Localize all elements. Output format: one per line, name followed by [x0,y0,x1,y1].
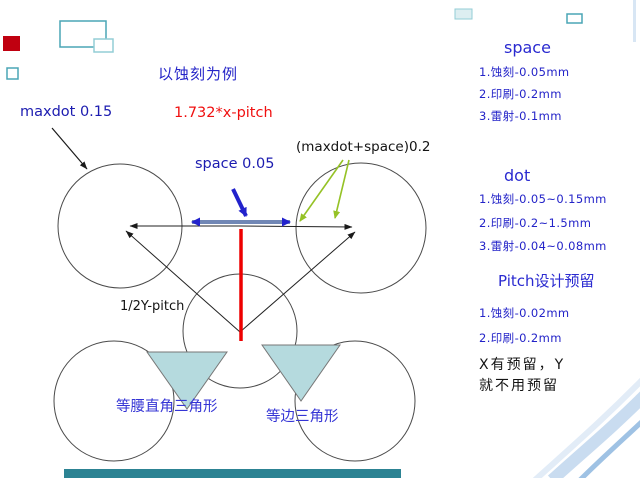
sidebar-heading-space: space [504,38,551,57]
label-maxdot: maxdot 0.15 [20,104,113,120]
label-space: space 0.05 [195,156,275,172]
sidebar-item: 3.雷射-0.1mm [479,109,562,123]
decor-rect-topright-1 [454,8,473,20]
sidebar-note-line2: 就不用预留 [479,378,559,394]
sidebar-heading-pitch: Pitch设计预留 [498,272,595,290]
label-isosceles-triangle: 等腰直角三角形 [116,399,218,415]
footer-teal-bar [64,469,401,478]
diagonal-arrow-right [239,231,356,333]
sidebar-item: 1.蚀刻-0.05mm [479,65,570,79]
space-pointer-arrow [231,188,248,217]
label-half-y-pitch: 1/2Y-pitch [120,299,185,314]
sidebar-item: 2.印刷-0.2mm [479,331,562,345]
diagonal-arrow-left [125,230,241,333]
sidebar-item: 1.蚀刻-0.02mm [479,306,570,320]
dot-circle-top-right [295,162,427,294]
label-maxdot-plus-space: (maxdot+space)0.2 [296,139,431,155]
decor-rect-topright-2 [566,13,583,24]
decor-rect-teal-large [59,20,107,48]
sidebar-item: 3.雷射-0.04~0.08mm [479,239,607,253]
x-pitch-arrow-right [239,223,353,230]
sidebar-item: 1.蚀刻-0.05~0.15mm [479,192,607,206]
sidebar-item: 2.印刷-0.2mm [479,87,562,101]
sidebar-note-line1: X有预留，Y [479,357,566,373]
label-x-pitch: 1.732*x-pitch [174,105,273,121]
equilateral-triangle-shape [261,344,341,402]
dot-circle-bottom-right [294,340,416,462]
decor-swoosh-mid [547,391,640,478]
maxdot-space-arrow-left [299,159,344,222]
label-equilateral-triangle: 等边三角形 [266,409,339,425]
decor-swoosh-dark [578,420,640,478]
decor-line-right-edge [633,0,636,42]
dot-circle-bottom-left [53,340,175,462]
decor-rect-red [3,36,20,51]
decor-swoosh-light [532,377,640,478]
sidebar-heading-dot: dot [504,166,531,185]
decor-rect-teal-small [93,38,114,53]
maxdot-pointer-arrow [51,127,88,170]
decor-rect-teal-tiny [6,67,19,80]
isosceles-right-triangle-shape [146,351,228,410]
maxdot-space-arrow-right [333,159,350,219]
slide-title-text: 以蚀刻为例 [158,65,239,83]
sidebar-item: 2.印刷-0.2~1.5mm [479,216,592,230]
